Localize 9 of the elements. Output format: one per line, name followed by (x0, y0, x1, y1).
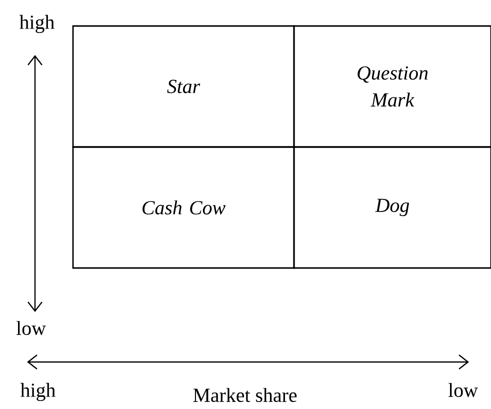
matrix-cell: Star (72, 25, 295, 148)
matrix-cell: Question Mark (293, 25, 491, 148)
scale-label: high (19, 14, 54, 34)
matrix-cell: Dog (293, 146, 491, 269)
scale-label: low (16, 320, 46, 335)
axis-label: Market share (193, 388, 297, 402)
scale-label: low (448, 382, 478, 397)
matrix-cell: Cash Cow (72, 146, 295, 269)
scale-label: high (20, 382, 56, 402)
